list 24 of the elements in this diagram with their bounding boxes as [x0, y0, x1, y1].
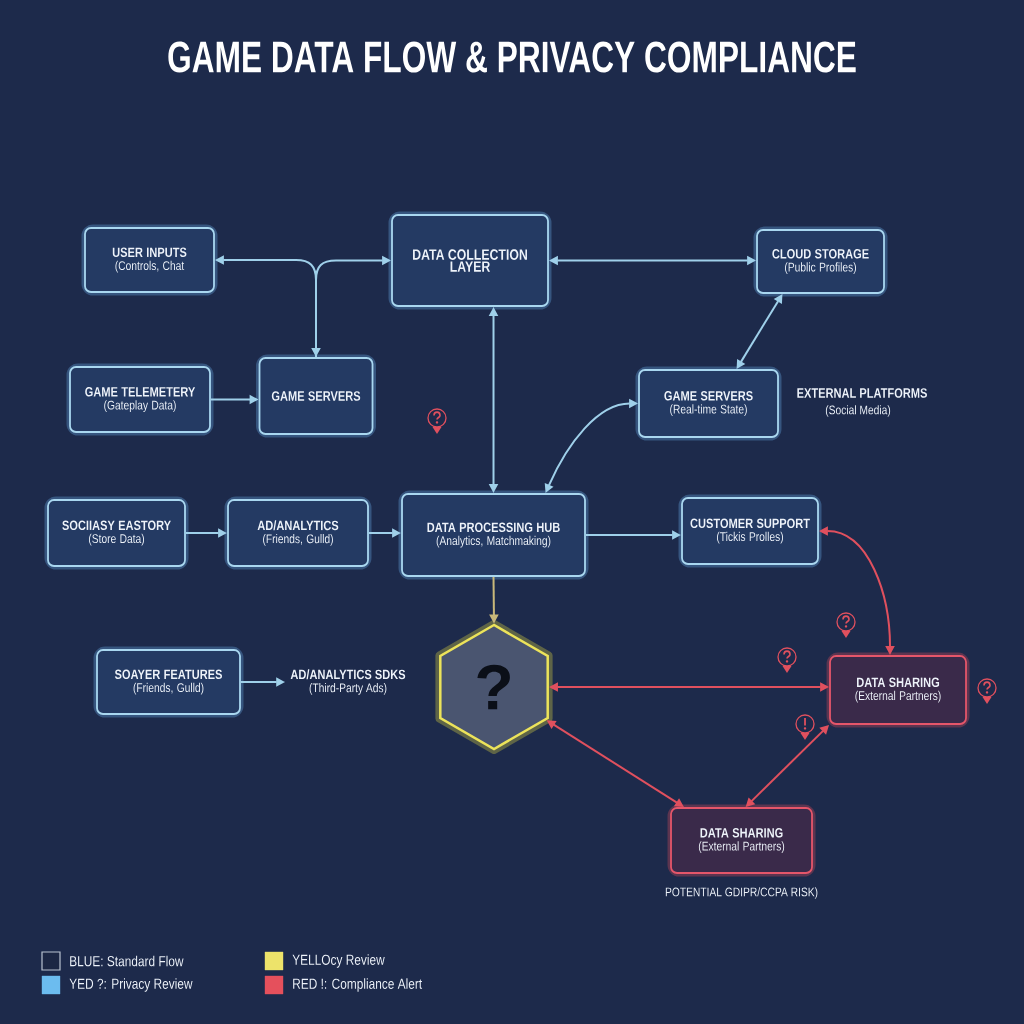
- legend-text: YELLOcy Review: [292, 954, 385, 968]
- process-box: DATA COLLECTION LAYER: [388, 211, 552, 310]
- process-box: USER INPUTS (Controls, Chat: [81, 224, 218, 296]
- decision-hexagon: ?: [435, 620, 553, 754]
- legend-text: YED ?: Privacy Review: [69, 978, 193, 992]
- text-label: EXTERNAL PLATFORMS: [797, 388, 927, 398]
- alert-box: DATA SHARING (External Partners): [826, 652, 970, 728]
- process-box: GAME SERVERS: [256, 354, 376, 438]
- note-text: POTENTIAL GDIPR/CCPA RISK): [665, 887, 818, 899]
- legend-text: BLUE: Standard Flow: [70, 955, 184, 967]
- process-box: CLOUD STORAGE (Public Profiles): [753, 226, 888, 297]
- arrow: [736, 294, 783, 369]
- process-box: DATA PROCESSING HUB (Analytics, Matchmaking): [398, 490, 589, 580]
- text-label: (Social Media): [825, 405, 891, 417]
- process-box: SOCIIASY EASTORY (Store Data): [44, 496, 189, 570]
- process-box: AD/ANALYTICS (Friends, Gulld): [224, 496, 372, 570]
- process-box: GAME SERVERS (Real-time State): [635, 366, 782, 441]
- title: GAME DATA FLOW & PRIVACY COMPLIANCE: [168, 41, 856, 73]
- process-box: GAME TELEMETERY (Gateplay Data): [66, 363, 214, 436]
- legend-text: RED !: Compliance Alert: [293, 978, 423, 992]
- process-box: SOAYER FEATURES (Friends, Gulld): [93, 646, 244, 718]
- node-label: AD/ANALYTICS SDKS (Third-Party Ads): [290, 669, 406, 695]
- alert-box: DATA SHARING (External Partners): [667, 804, 816, 877]
- process-box: CUSTOMER SUPPORT (Tickis Prolles): [678, 494, 822, 568]
